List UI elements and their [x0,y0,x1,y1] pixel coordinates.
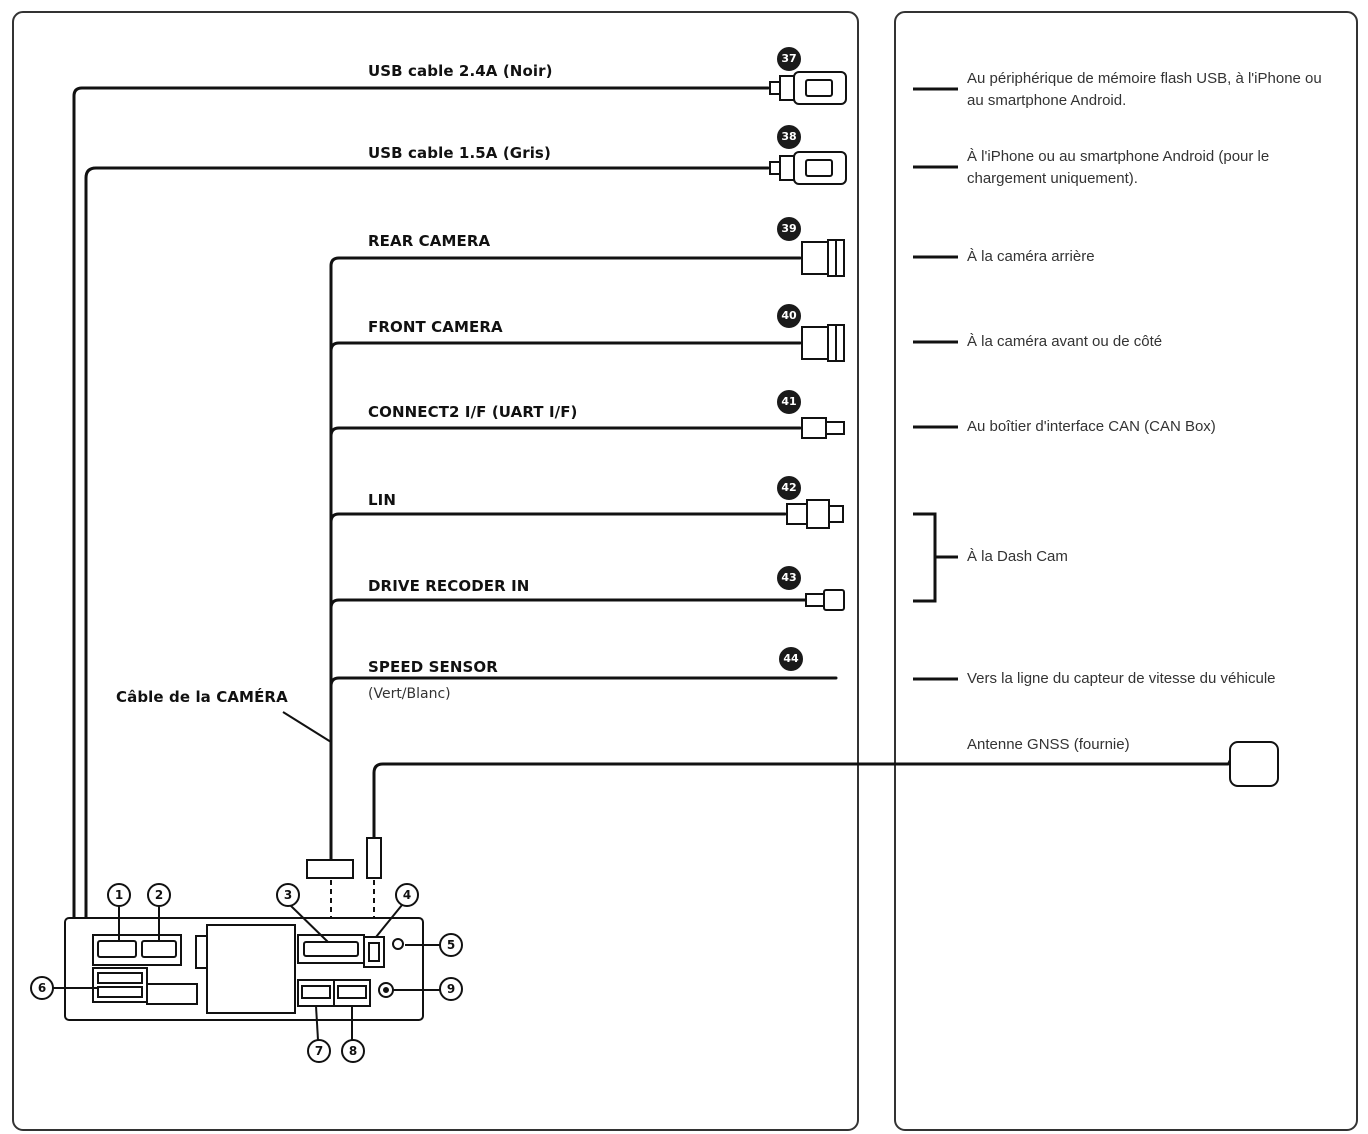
camera-cable-pointer [282,711,332,743]
connect2-connector [801,417,845,439]
camera-harness-trunk [329,256,802,862]
front-camera-connector [801,324,845,362]
camera-cable-label: Câble de la CAMÉRA [116,688,288,706]
camera-plug [306,859,354,879]
dashcam-description: À la Dash Cam [967,548,1068,565]
callout-42: 42 [777,476,801,500]
callout-44: 44 [779,647,803,671]
usb-15-cable [84,166,770,947]
gnss-plug [366,837,382,879]
callout-39: 39 [777,217,801,241]
callout-43: 43 [777,566,801,590]
usb-24-cable [72,86,770,947]
callout-2: 2 [147,883,171,907]
left-panel [12,11,859,1131]
drive-recorder-wire [329,598,807,610]
right-panel [894,11,1358,1131]
drive-recorder-label: DRIVE RECODER IN [368,577,530,595]
callout-6: 6 [30,976,54,1000]
usb-24-cable-label: USB cable 2.4A (Noir) [368,62,553,80]
gnss-antenna [1229,741,1279,787]
connect2-description: Au boîtier d'interface CAN (CAN Box) [967,418,1216,435]
callout-40: 40 [777,304,801,328]
rear-camera-description: À la caméra arrière [967,248,1095,265]
callout-8: 8 [341,1039,365,1063]
lin-connector [786,499,844,529]
speed-sensor-color: (Vert/Blanc) [368,686,451,702]
speed-sensor-wire [329,676,838,688]
callout-41: 41 [777,390,801,414]
usb-15-connector [769,151,847,185]
usb-24-description: Au périphérique de mémoire flash USB, à … [967,70,1322,109]
callout-3: 3 [276,883,300,907]
rear-camera-label: REAR CAMERA [368,232,491,250]
usb-15-cable-label: USB cable 1.5A (Gris) [368,144,551,162]
head-unit-rear [64,917,424,1021]
callout-1: 1 [107,883,131,907]
connect2-label: CONNECT2 I/F (UART I/F) [368,403,578,421]
callout-37: 37 [777,47,801,71]
speed-sensor-label: SPEED SENSOR [368,658,498,676]
callout-5: 5 [439,933,463,957]
gnss-antenna-label: Antenne GNSS (fournie) [967,736,1130,753]
lin-wire [329,512,787,524]
callout-9: 9 [439,977,463,1001]
rear-camera-connector [801,239,845,277]
callout-7: 7 [307,1039,331,1063]
usb-15-description: À l'iPhone ou au smartphone Android (pou… [967,148,1270,187]
front-camera-description: À la caméra avant ou de côté [967,333,1163,350]
connect2-wire [329,426,802,438]
front-camera-wire [329,341,802,353]
dashcam-bracket [913,512,958,603]
gnss-antenna-cable [372,762,1230,840]
drive-recorder-connector [805,589,845,611]
callout-38: 38 [777,125,801,149]
front-camera-label: FRONT CAMERA [368,318,503,336]
lin-label: LIN [368,491,396,509]
callout-4: 4 [395,883,419,907]
usb-24-connector [769,71,847,105]
speed-sensor-description: Vers la ligne du capteur de vitesse du v… [967,670,1276,687]
